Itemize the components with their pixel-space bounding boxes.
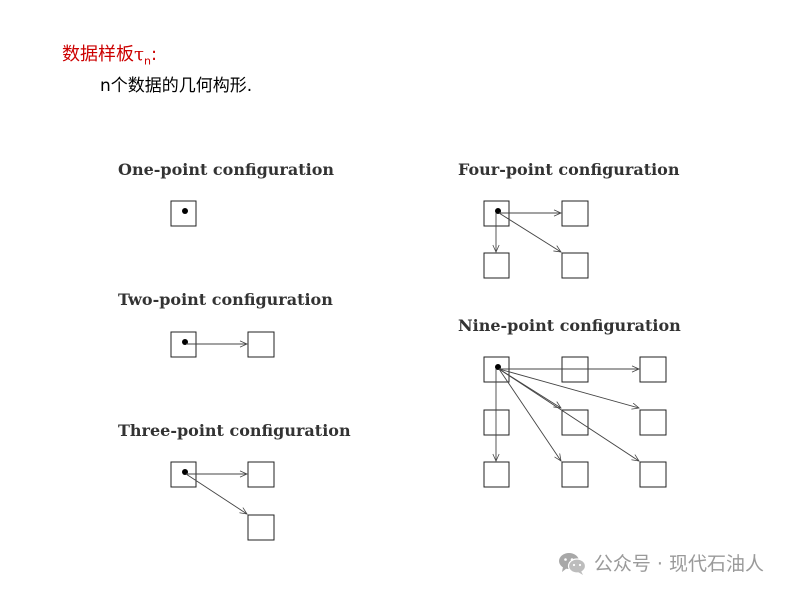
three-point-diagonal-arrow	[185, 473, 248, 515]
nine-point-cell-r3c1	[483, 461, 510, 488]
center-point-dot	[495, 208, 501, 214]
nine-point-cell-r1c2	[561, 356, 589, 383]
four-point-diagonal-arrow	[498, 212, 562, 253]
nine-point-arrow-r3c2	[498, 368, 562, 462]
four-point-title: Four-point configuration	[458, 160, 680, 179]
four-point-right-cell	[561, 200, 589, 227]
three-point-configuration: Three-point configuration	[118, 421, 351, 541]
three-point-title: Three-point configuration	[118, 421, 351, 440]
center-point-dot	[182, 469, 188, 475]
nine-point-cell-r3c3	[639, 461, 667, 488]
one-point-configuration: One-point configuration	[118, 160, 334, 227]
watermark-text: 公众号 · 现代石油人	[593, 553, 764, 575]
three-point-diagonal-cell	[247, 514, 275, 541]
wechat-icon	[558, 552, 586, 575]
watermark: 公众号 · 现代石油人	[558, 549, 764, 576]
nine-point-title: Nine-point configuration	[458, 316, 681, 335]
two-point-title: Two-point configuration	[118, 290, 333, 309]
heading-text: 数据样板	[62, 44, 134, 65]
nine-point-configuration: Nine-point configuration	[458, 316, 681, 488]
three-point-right-cell	[247, 461, 275, 488]
two-point-target-cell	[247, 331, 275, 358]
four-point-configuration: Four-point configuration	[458, 160, 680, 279]
page-subheading: n个数据的几何构形.	[100, 76, 253, 96]
tau-symbol: τ	[134, 44, 144, 65]
center-point-dot	[182, 339, 188, 345]
two-point-configuration: Two-point configuration	[118, 290, 333, 358]
nine-point-cell-r1c3	[639, 356, 667, 383]
nine-point-cell-r2c2	[561, 409, 589, 436]
nine-point-cell-r2c3	[639, 409, 667, 436]
nine-point-arrow-r2c3	[498, 368, 640, 410]
four-point-below-cell	[483, 252, 510, 279]
four-point-diagonal-cell	[561, 252, 589, 279]
nine-point-arrow-r3c3	[498, 368, 640, 462]
tau-subscript: n	[143, 54, 151, 68]
page-heading: 数据样板τn:	[62, 40, 157, 68]
nine-point-cell-r2c1	[483, 409, 510, 436]
center-point-dot	[495, 364, 501, 370]
one-point-title: One-point configuration	[118, 160, 334, 179]
heading-colon: :	[150, 44, 158, 65]
center-point-dot	[182, 208, 188, 214]
nine-point-cell-r3c2	[561, 461, 589, 488]
